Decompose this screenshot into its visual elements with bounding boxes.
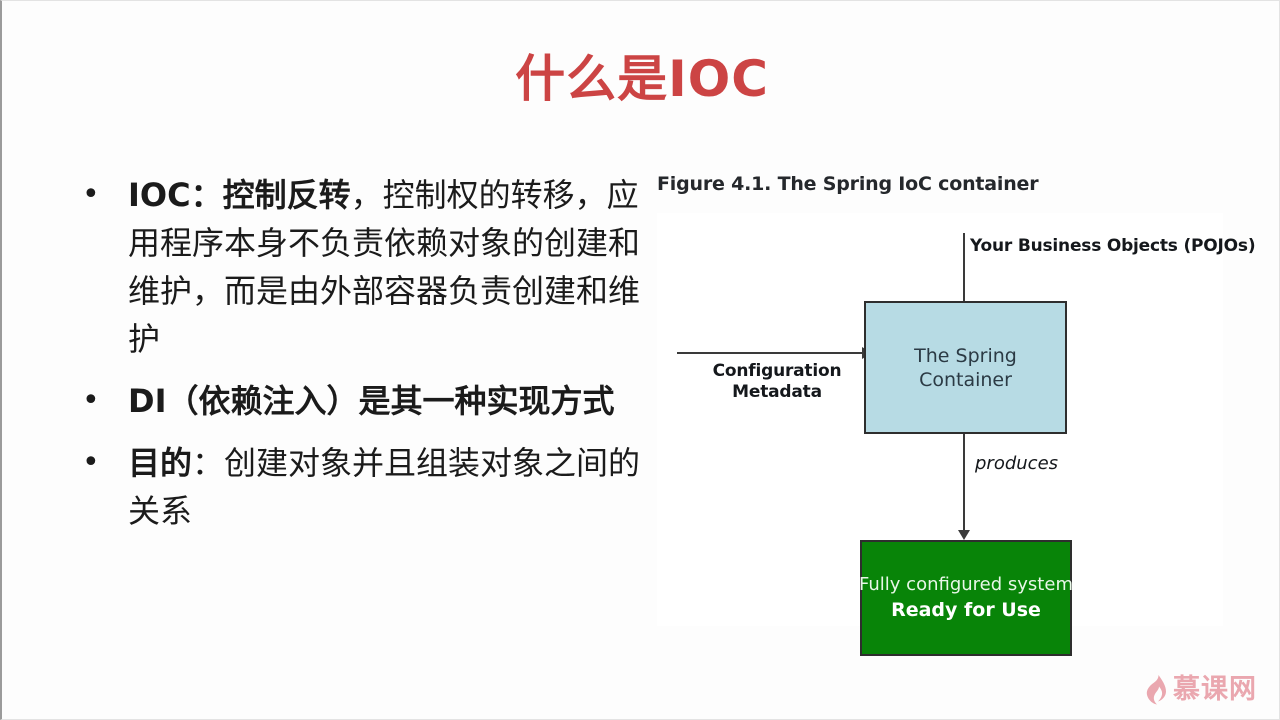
spring-container-box: The Spring Container <box>864 301 1067 434</box>
spring-container-label-line2: Container <box>919 368 1012 391</box>
spring-ioc-figure: Figure 4.1. The Spring IoC container You… <box>657 161 1256 656</box>
bullet-marker-icon: • <box>82 445 100 480</box>
configured-system-line2: Ready for Use <box>891 599 1041 621</box>
flame-icon <box>1146 675 1166 705</box>
produces-arrow-line <box>963 434 965 534</box>
bullet-rest: ，控制权的转移，应用程序本身不负责依赖对象的创建和维护，而是由外部容器负责创建和… <box>128 176 641 358</box>
bullet-text: IOC：控制反转，控制权的转移，应用程序本身不负责依赖对象的创建和维护，而是由外… <box>128 171 654 363</box>
bullet-text: 目的：创建对象并且组装对象之间的关系 <box>128 439 654 535</box>
bullet-marker-icon: • <box>82 383 100 418</box>
bullet-text: DI（依赖注入）是其一种实现方式 <box>128 377 654 425</box>
config-metadata-label-line1: Configuration <box>712 361 842 381</box>
page-title: 什么是IOC <box>515 50 769 108</box>
figure-caption: Figure 4.1. The Spring IoC container <box>657 173 1039 195</box>
config-arrow-line <box>677 352 868 354</box>
bullet-marker-icon: • <box>82 177 100 212</box>
config-metadata-label-line2: Metadata <box>732 382 822 402</box>
configured-system-line1: Fully configured system <box>859 574 1073 595</box>
spring-container-label: The Spring Container <box>914 344 1017 392</box>
configured-system-box: Fully configured system Ready for Use <box>859 540 1073 656</box>
bullet-bold-lead: DI（依赖注入）是其一种实现方式 <box>128 382 615 420</box>
produces-label: produces <box>975 453 1059 474</box>
spring-container-label-line1: The Spring <box>914 344 1017 367</box>
pojo-arrow-line <box>963 233 965 349</box>
bullet-rest: ：创建对象并且组装对象之间的关系 <box>128 444 641 530</box>
bullet-bold-lead: 目的 <box>128 444 193 482</box>
list-item: • DI（依赖注入）是其一种实现方式 <box>74 377 654 425</box>
produces-arrow-head-icon <box>958 530 970 540</box>
list-item: • IOC：控制反转，控制权的转移，应用程序本身不负责依赖对象的创建和维护，而是… <box>74 171 654 363</box>
watermark-text: 慕课网 <box>1173 674 1257 705</box>
figure-diagram: Your Business Objects (POJOs) Configurat… <box>657 213 1256 656</box>
config-metadata-label: Configuration Metadata <box>687 361 867 403</box>
bullet-bold-lead: IOC：控制反转 <box>128 176 351 214</box>
watermark: 慕课网 <box>1145 675 1257 705</box>
list-item: • 目的：创建对象并且组装对象之间的关系 <box>74 439 654 535</box>
pojo-label: Your Business Objects (POJOs) <box>970 236 1256 256</box>
bullet-list: • IOC：控制反转，控制权的转移，应用程序本身不负责依赖对象的创建和维护，而是… <box>74 171 654 549</box>
